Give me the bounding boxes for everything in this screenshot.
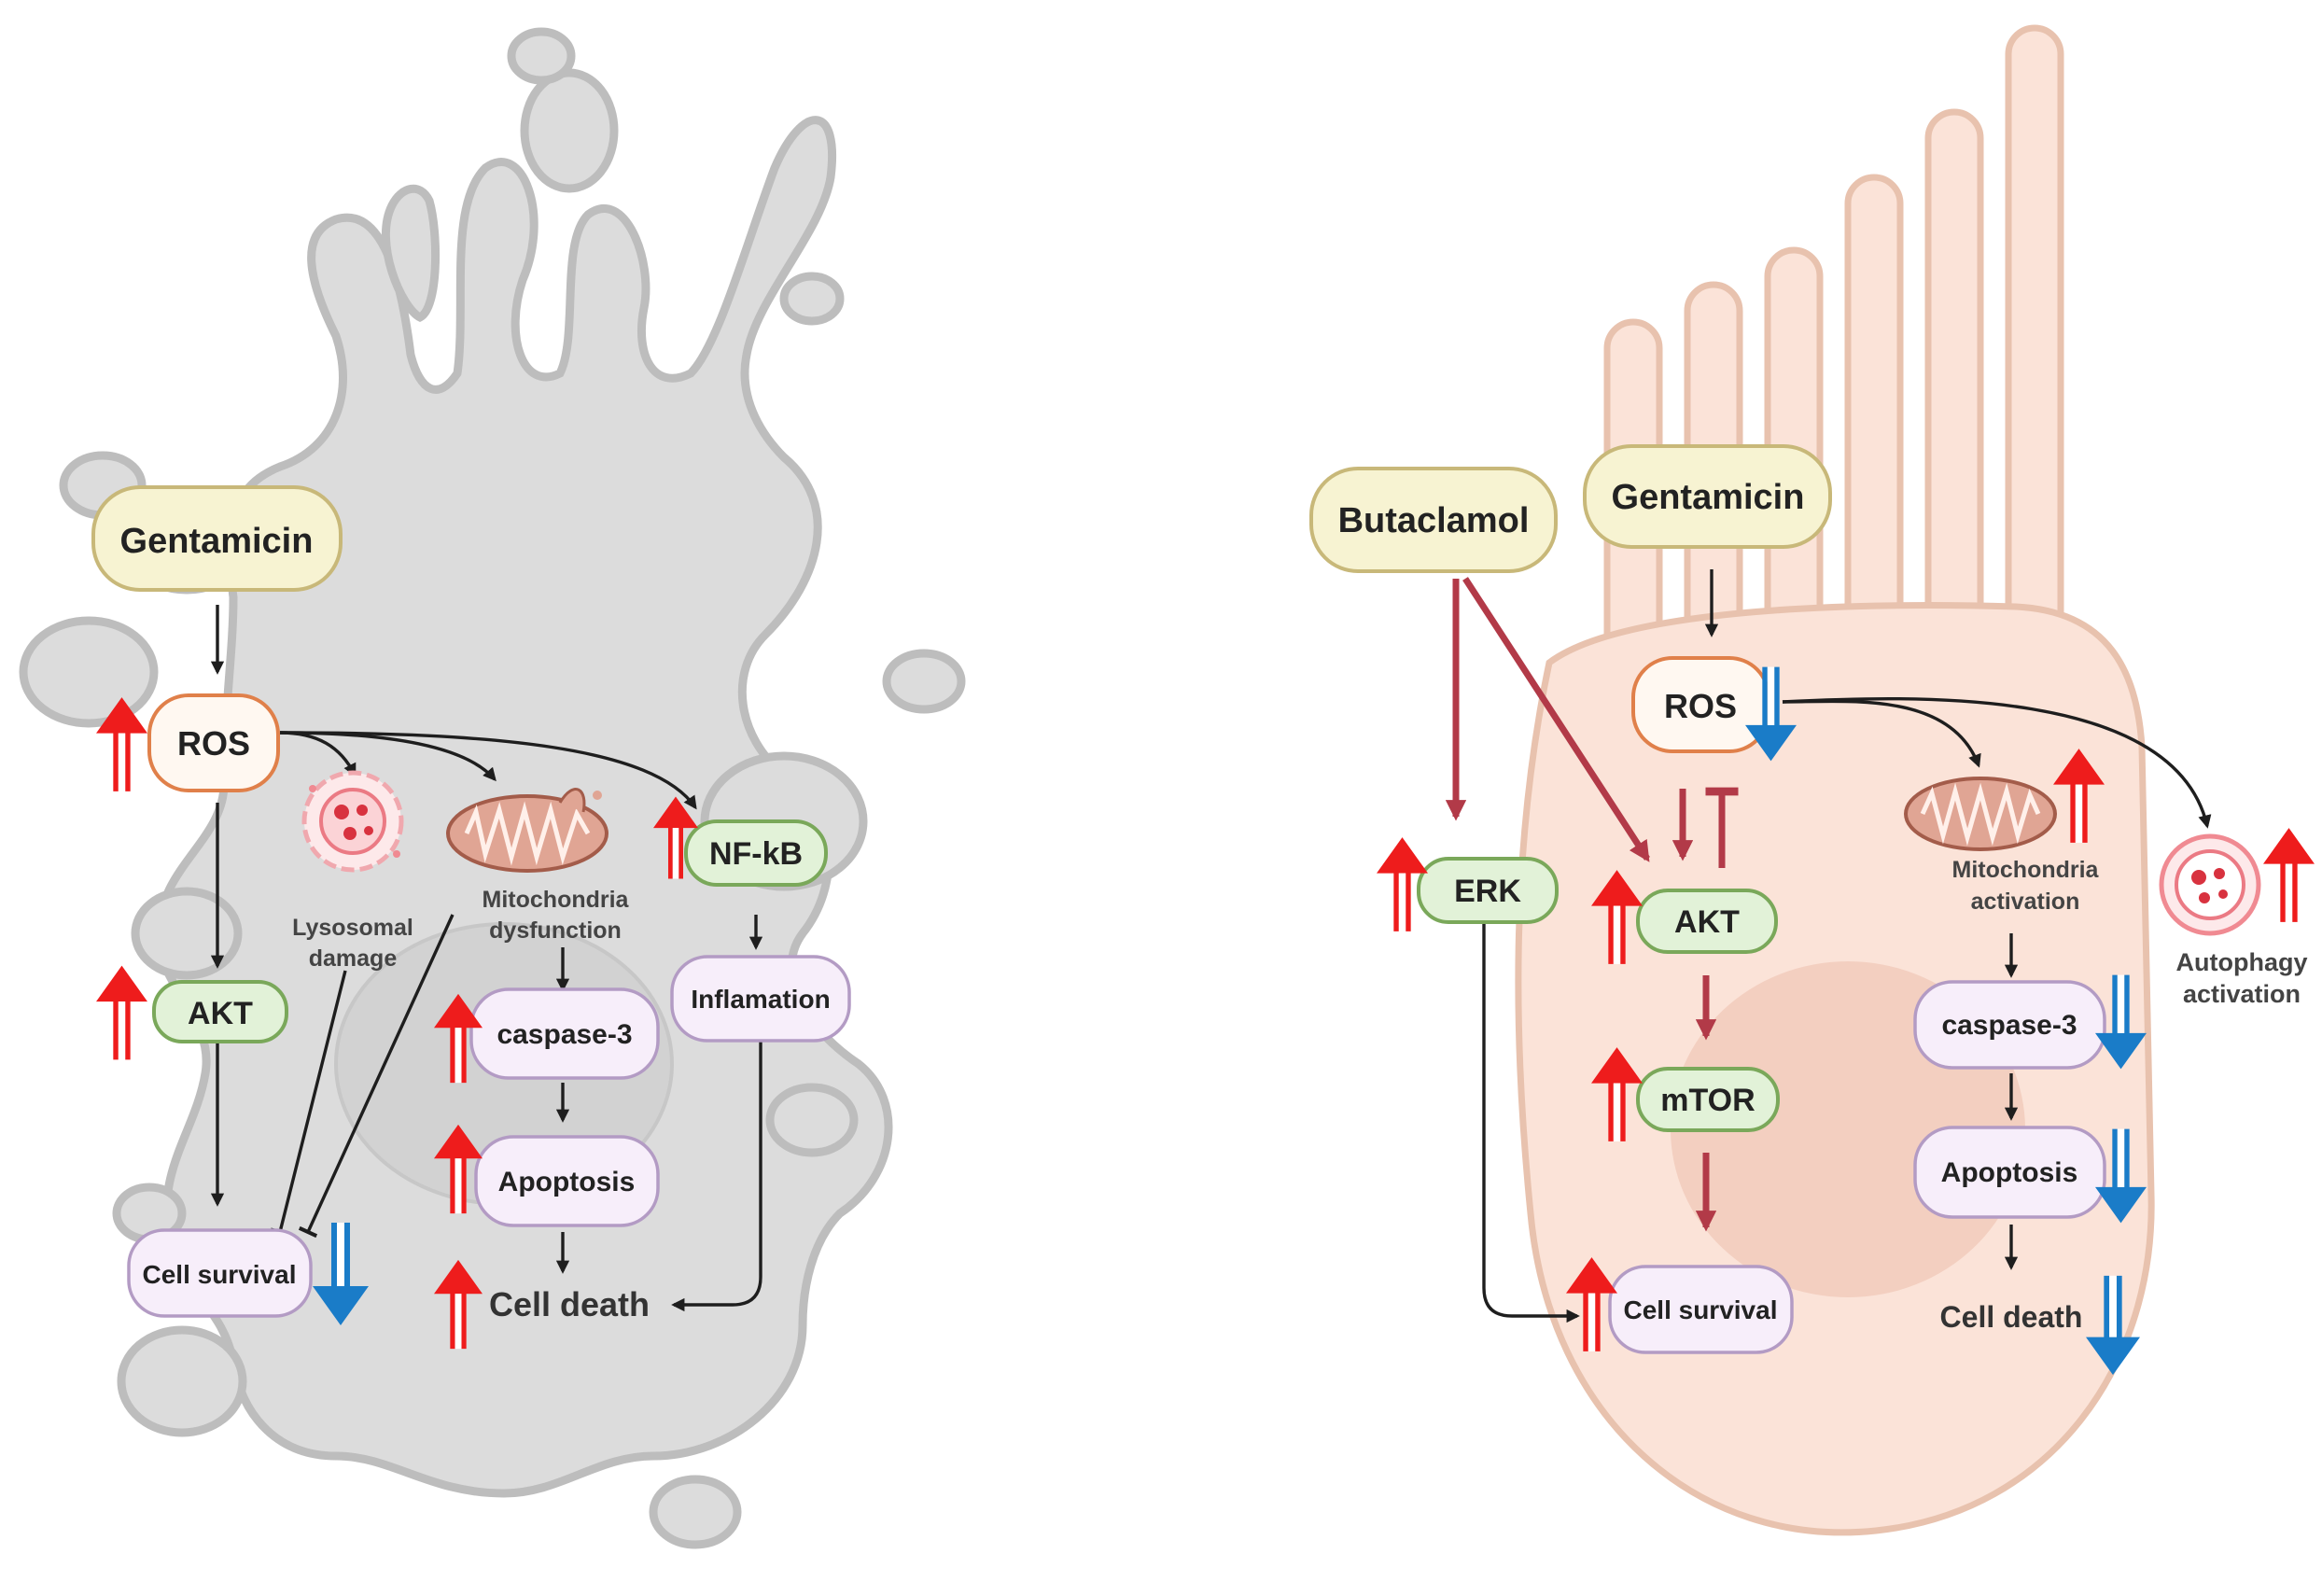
right-gentamicin-node: Gentamicin <box>1583 444 1832 549</box>
right-cell-survival-node: Cell survival <box>1608 1265 1794 1354</box>
left-ros-node: ROS <box>147 693 280 792</box>
left-cell-death-label: Cell death <box>489 1285 650 1323</box>
left-apoptosis-node: Apoptosis <box>474 1135 660 1227</box>
right-apoptosis-label: Apoptosis <box>1941 1157 2078 1188</box>
left-panel: Gentamicin ROS Lysosomal damage Mi <box>19 27 966 1549</box>
left-gentamicin-node: Gentamicin <box>91 485 343 592</box>
right-akt-label: AKT <box>1674 904 1740 940</box>
lysosome-icon <box>301 770 404 873</box>
left-akt-up-arrow <box>96 965 147 1060</box>
right-akt-node: AKT <box>1636 889 1778 954</box>
lysosomal-damage-label-2: damage <box>309 945 398 972</box>
right-caspase3-label: caspase-3 <box>1941 1010 2077 1041</box>
left-inflamation-node: Inflamation <box>670 955 851 1043</box>
autophagy-up-arrow <box>2263 828 2315 922</box>
left-ros-label: ROS <box>177 724 250 763</box>
left-gentamicin-label: Gentamicin <box>120 522 314 561</box>
left-nfkb-node: NF-kB <box>684 819 828 887</box>
butaclamol-node: Butaclamol <box>1309 467 1558 573</box>
lysosomal-damage-label-1: Lysosomal <box>292 915 413 941</box>
right-panel: Butaclamol Gentamicin ROS ERK AKT mTOR <box>1309 24 2315 1536</box>
erk-node: ERK <box>1417 857 1559 924</box>
mitochondria-dysfunction-label-2: dysfunction <box>489 917 622 944</box>
right-caspase3-node: caspase-3 <box>1913 980 2106 1070</box>
butaclamol-arrows <box>1445 577 1739 1232</box>
mtor-node: mTOR <box>1636 1067 1780 1132</box>
right-ros-node: ROS <box>1631 656 1770 753</box>
left-inflamation-label: Inflamation <box>691 985 830 1014</box>
mitochondria-activation-label-1: Mitochondria <box>1952 857 2100 883</box>
autophagy-activation-label-1: Autophagy <box>2176 948 2308 976</box>
left-akt-node: AKT <box>152 980 288 1043</box>
right-cell-survival-label: Cell survival <box>1624 1295 1778 1324</box>
right-apoptosis-node: Apoptosis <box>1913 1126 2106 1219</box>
left-cell-survival-node: Cell survival <box>127 1228 313 1318</box>
right-gentamicin-label: Gentamicin <box>1612 478 1805 517</box>
right-black-arrows <box>1482 569 2212 1323</box>
erk-label: ERK <box>1454 874 1521 909</box>
left-akt-label: AKT <box>188 996 253 1031</box>
right-cell-death-label: Cell death <box>1940 1300 2083 1334</box>
left-black-arrows <box>210 605 763 1312</box>
left-caspase3-node: caspase-3 <box>469 987 660 1080</box>
mitochondria-dysfunction-label-1: Mitochondria <box>483 887 630 913</box>
mitochondria-activation-icon <box>1904 777 2057 851</box>
mitochondria-dysfunction-icon <box>446 788 608 873</box>
autophagy-icon <box>2159 833 2261 936</box>
butaclamol-label: Butaclamol <box>1338 501 1530 540</box>
left-apoptosis-label: Apoptosis <box>498 1167 636 1197</box>
mtor-label: mTOR <box>1660 1083 1755 1118</box>
left-nfkb-label: NF-kB <box>709 836 803 872</box>
autophagy-activation-label-2: activation <box>2183 980 2301 1008</box>
left-cell-survival-label: Cell survival <box>143 1260 297 1289</box>
mitochondria-activation-label-2: activation <box>1971 889 2080 915</box>
right-ros-label: ROS <box>1664 687 1737 725</box>
left-caspase3-label: caspase-3 <box>497 1019 632 1050</box>
